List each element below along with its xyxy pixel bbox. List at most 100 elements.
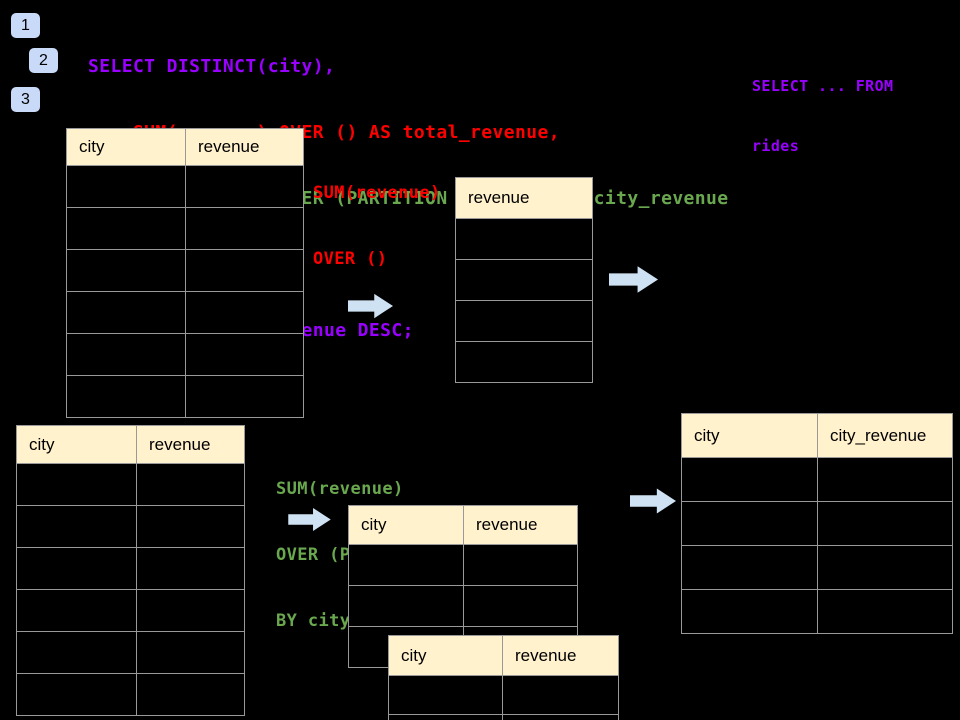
table-row	[67, 292, 304, 334]
table-cell	[67, 376, 186, 418]
table-cell	[186, 208, 304, 250]
table-header-row: city revenue	[349, 506, 578, 545]
table-row	[67, 334, 304, 376]
table-cell	[67, 166, 186, 208]
table-total-result: revenue	[455, 177, 593, 383]
table-cell	[186, 334, 304, 376]
column-header-city: city	[682, 414, 818, 458]
table-cell	[17, 590, 137, 632]
column-header-city: city	[389, 636, 503, 676]
table-cell	[682, 458, 818, 502]
step-badge-2: 2	[29, 48, 58, 73]
table-row	[17, 506, 245, 548]
table-row	[17, 632, 245, 674]
table-row	[17, 590, 245, 632]
table-cell	[67, 208, 186, 250]
table-header-row: city revenue	[67, 129, 304, 166]
table-row	[67, 208, 304, 250]
table-cell	[186, 166, 304, 208]
table-cell	[137, 674, 245, 716]
table-cell	[186, 250, 304, 292]
table-cell	[17, 464, 137, 506]
table-cell	[503, 715, 619, 720]
column-header-city-revenue: city_revenue	[818, 414, 953, 458]
table-cell	[67, 250, 186, 292]
flow-arrow-icon	[630, 488, 676, 514]
column-header-city: city	[349, 506, 464, 545]
table-cell	[456, 219, 593, 260]
table-row	[17, 464, 245, 506]
table-cell	[464, 545, 578, 586]
table-partition-group-2: city revenue	[388, 635, 619, 720]
table-cell	[818, 546, 953, 590]
sql-line-select: SELECT DISTINCT(city),	[88, 56, 336, 77]
table-row	[456, 301, 593, 342]
table-row	[456, 260, 593, 301]
table-body	[456, 219, 593, 383]
annotation-line: SUM(revenue)	[313, 183, 441, 203]
table-cell	[389, 676, 503, 715]
table-source-top: city revenue	[66, 128, 304, 418]
table-header-row: city revenue	[389, 636, 619, 676]
table-cell	[456, 260, 593, 301]
side-note-line: rides	[752, 137, 800, 155]
column-header-city: city	[17, 426, 137, 464]
table-row	[349, 586, 578, 627]
column-header-revenue: revenue	[503, 636, 619, 676]
table-row	[682, 458, 953, 502]
table-row	[17, 548, 245, 590]
table-row	[682, 590, 953, 634]
table-body	[67, 166, 304, 418]
sql-side-note: SELECT ... FROM rides	[752, 36, 893, 196]
table-row	[682, 502, 953, 546]
annotation-line: BY city)	[276, 611, 362, 631]
column-header-revenue: revenue	[456, 178, 593, 219]
table-cell	[67, 334, 186, 376]
table-partition-result: city city_revenue	[681, 413, 953, 634]
table-cell	[137, 506, 245, 548]
table-cell	[503, 676, 619, 715]
table-header-row: city revenue	[17, 426, 245, 464]
table-row	[682, 546, 953, 590]
table-row	[67, 166, 304, 208]
table-row	[456, 342, 593, 383]
table-row	[67, 376, 304, 418]
table-row	[389, 676, 619, 715]
table-cell	[818, 502, 953, 546]
table-cell	[349, 586, 464, 627]
table-cell	[682, 546, 818, 590]
table-cell	[137, 464, 245, 506]
table-cell	[137, 632, 245, 674]
table-cell	[349, 545, 464, 586]
annotation-total-revenue: SUM(revenue) OVER ()	[313, 138, 441, 314]
table-cell	[818, 458, 953, 502]
table-body	[389, 676, 619, 720]
table-cell	[389, 715, 503, 720]
column-header-revenue: revenue	[186, 129, 304, 166]
flow-arrow-icon	[288, 508, 331, 531]
table-cell	[682, 590, 818, 634]
table-cell	[17, 548, 137, 590]
table-row	[389, 715, 619, 720]
table-cell	[17, 632, 137, 674]
table-header-row: revenue	[456, 178, 593, 219]
column-header-revenue: revenue	[464, 506, 578, 545]
table-cell	[186, 292, 304, 334]
step-badge-3: 3	[11, 87, 40, 112]
table-cell	[456, 342, 593, 383]
table-cell	[818, 590, 953, 634]
table-cell	[67, 292, 186, 334]
table-cell	[137, 590, 245, 632]
table-body	[682, 458, 953, 634]
table-body	[17, 464, 245, 716]
annotation-line: SUM(revenue)	[276, 479, 404, 499]
table-cell	[186, 376, 304, 418]
side-note-line: SELECT ... FROM	[752, 77, 894, 95]
column-header-city: city	[67, 129, 186, 166]
table-source-bottom: city revenue	[16, 425, 245, 716]
table-cell	[464, 586, 578, 627]
annotation-line: OVER ()	[313, 249, 388, 269]
table-cell	[682, 502, 818, 546]
table-row	[67, 250, 304, 292]
